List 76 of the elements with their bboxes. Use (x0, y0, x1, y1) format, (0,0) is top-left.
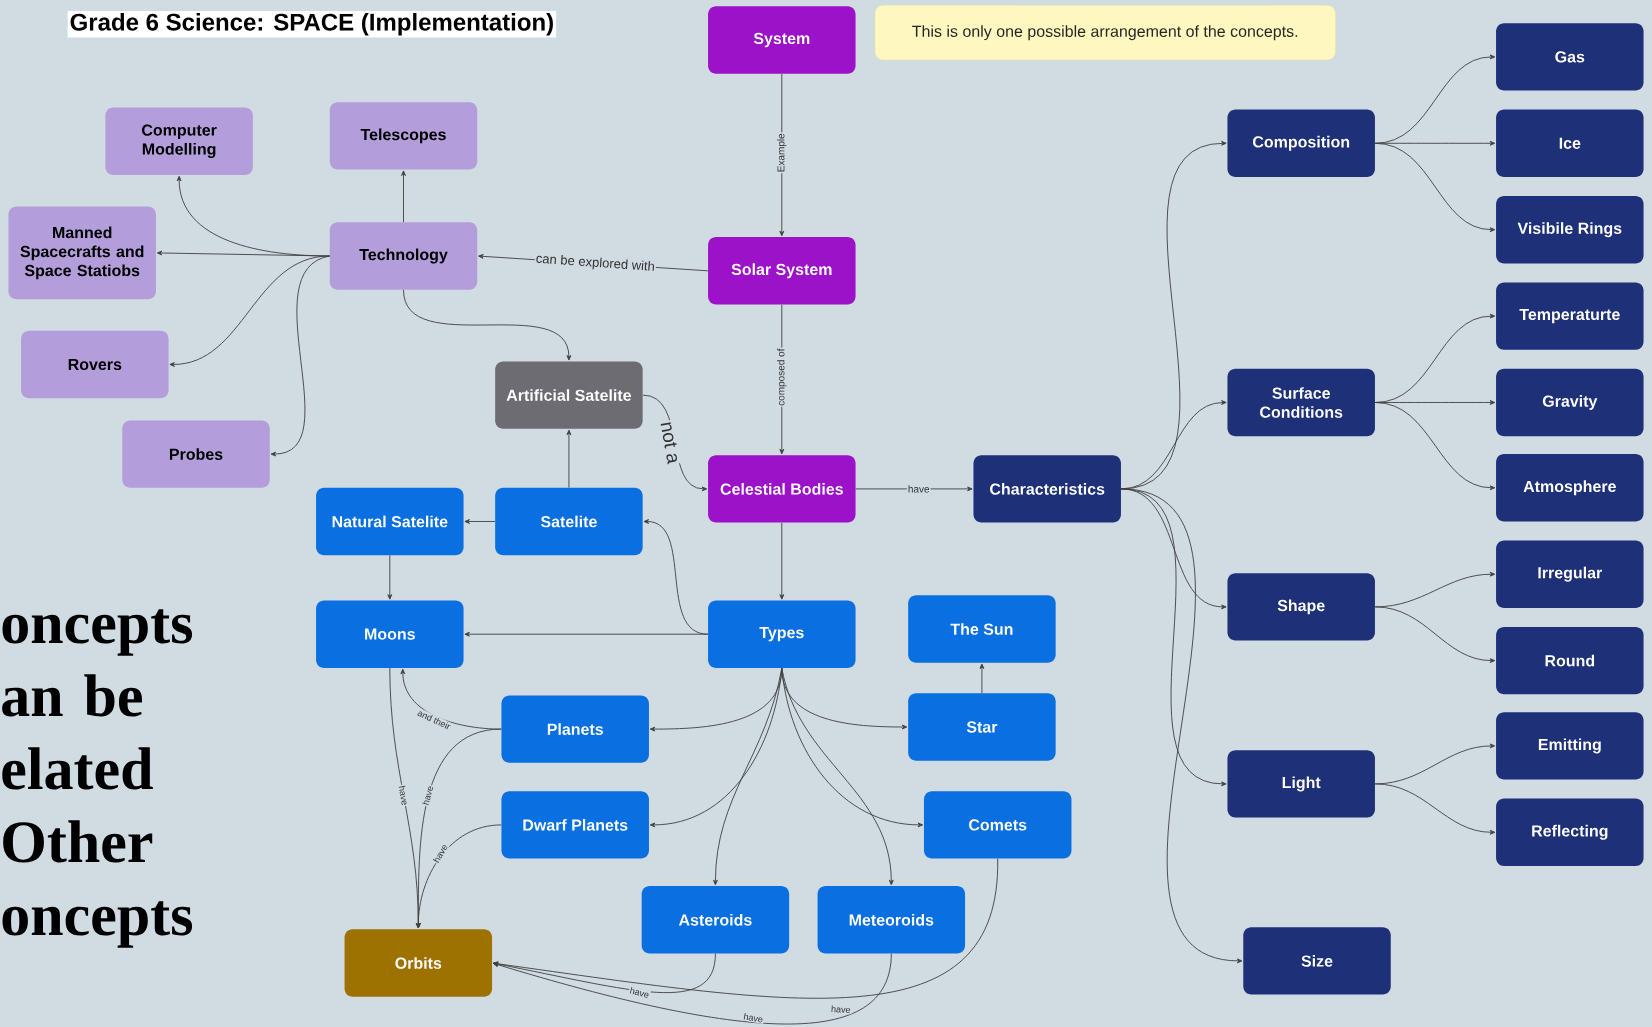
concept-box: Satelite (495, 487, 643, 556)
arrow (781, 667, 894, 886)
edge-label: have (906, 484, 931, 494)
note-box: This is only one possible arrangement of the concepts. (874, 5, 1336, 61)
arrow (855, 486, 973, 492)
arrow (1374, 402, 1496, 491)
concept-box: Celestial Bodies (708, 455, 856, 523)
concept-box: Solar System (708, 237, 856, 305)
concept-box: Light (1227, 750, 1375, 818)
concept-box: Shape (1227, 573, 1375, 641)
concept-box: Characteristics (973, 455, 1121, 523)
arrow (270, 255, 330, 457)
arrow (566, 429, 572, 489)
arrow (492, 858, 999, 999)
concept-box: Ice (1496, 109, 1644, 177)
edge-label: not a (659, 419, 682, 466)
concept-box: Rovers (21, 330, 169, 399)
concept-box: Visibile Rings (1496, 196, 1644, 264)
heading-text: oncepts an be elated Other oncepts (2, 609, 193, 948)
edge-label: have (829, 1004, 852, 1015)
concept-box: Irregular (1496, 540, 1644, 608)
concept-box: Size (1243, 927, 1391, 995)
concept-box: Comets (923, 791, 1072, 859)
arrow (387, 554, 393, 600)
arrow (464, 631, 709, 637)
arrow (415, 824, 502, 929)
concept-box: Types (708, 600, 856, 668)
concept-box: Dwarf Planets (501, 791, 649, 859)
concept-box: Orbits (344, 929, 493, 997)
concept-box: Surface Conditions (1227, 368, 1375, 437)
edge-label: have (420, 783, 435, 807)
concept-box: Temperaturte (1496, 282, 1644, 350)
concept-box: Artificial Satelite (495, 361, 643, 429)
arrow (464, 519, 496, 524)
concept-box: Technology (329, 222, 478, 290)
concept-box: Gas (1496, 23, 1644, 91)
arrow (979, 663, 985, 694)
arrow (492, 953, 892, 1025)
arrow (779, 522, 785, 600)
arrow (1374, 606, 1496, 663)
edge-label: have (628, 985, 651, 1000)
edge-label: have (741, 1011, 765, 1024)
concept-box: Manned Spacecrafts and Space Statiobs (8, 206, 156, 300)
arrow (643, 519, 709, 635)
title: Grade 6 Science: SPACE (Implementation) (67, 11, 557, 38)
concept-box: Moons (316, 600, 464, 668)
arrow (403, 289, 572, 361)
edge-label: have (397, 784, 410, 807)
concept-box: Reflecting (1496, 798, 1644, 866)
arrow (713, 667, 783, 886)
arrow (400, 668, 502, 730)
concept-box: Telescopes (329, 102, 478, 170)
concept-box: Round (1496, 626, 1644, 695)
concept-box: Planets (501, 695, 649, 763)
concept-box: Computer Modelling (105, 107, 253, 175)
concept-box: Probes (122, 420, 270, 488)
arrow (401, 170, 406, 223)
concept-box: Composition (1227, 109, 1375, 177)
concept-box: Gravity (1496, 368, 1644, 437)
arrow (1120, 488, 1243, 964)
concept-box: Star (908, 693, 1056, 761)
concept-box: Atmosphere (1496, 454, 1644, 522)
concept-box: Meteoroids (817, 886, 966, 954)
edge-label: Example (776, 132, 788, 174)
concept-box: Emitting (1496, 712, 1644, 780)
arrow (1374, 142, 1496, 233)
concept-box: Asteroids (641, 886, 790, 954)
arrow (169, 255, 330, 367)
arrow (1374, 783, 1496, 835)
arrow (1374, 54, 1496, 144)
edge-label: and their (415, 707, 453, 732)
edge-label: can be explored with (534, 252, 657, 275)
concept-box: The Sun (908, 595, 1056, 663)
concept-box: Natural Satelite (316, 487, 464, 556)
edge-label: composed of (776, 347, 788, 407)
concept-box: System (708, 6, 856, 74)
